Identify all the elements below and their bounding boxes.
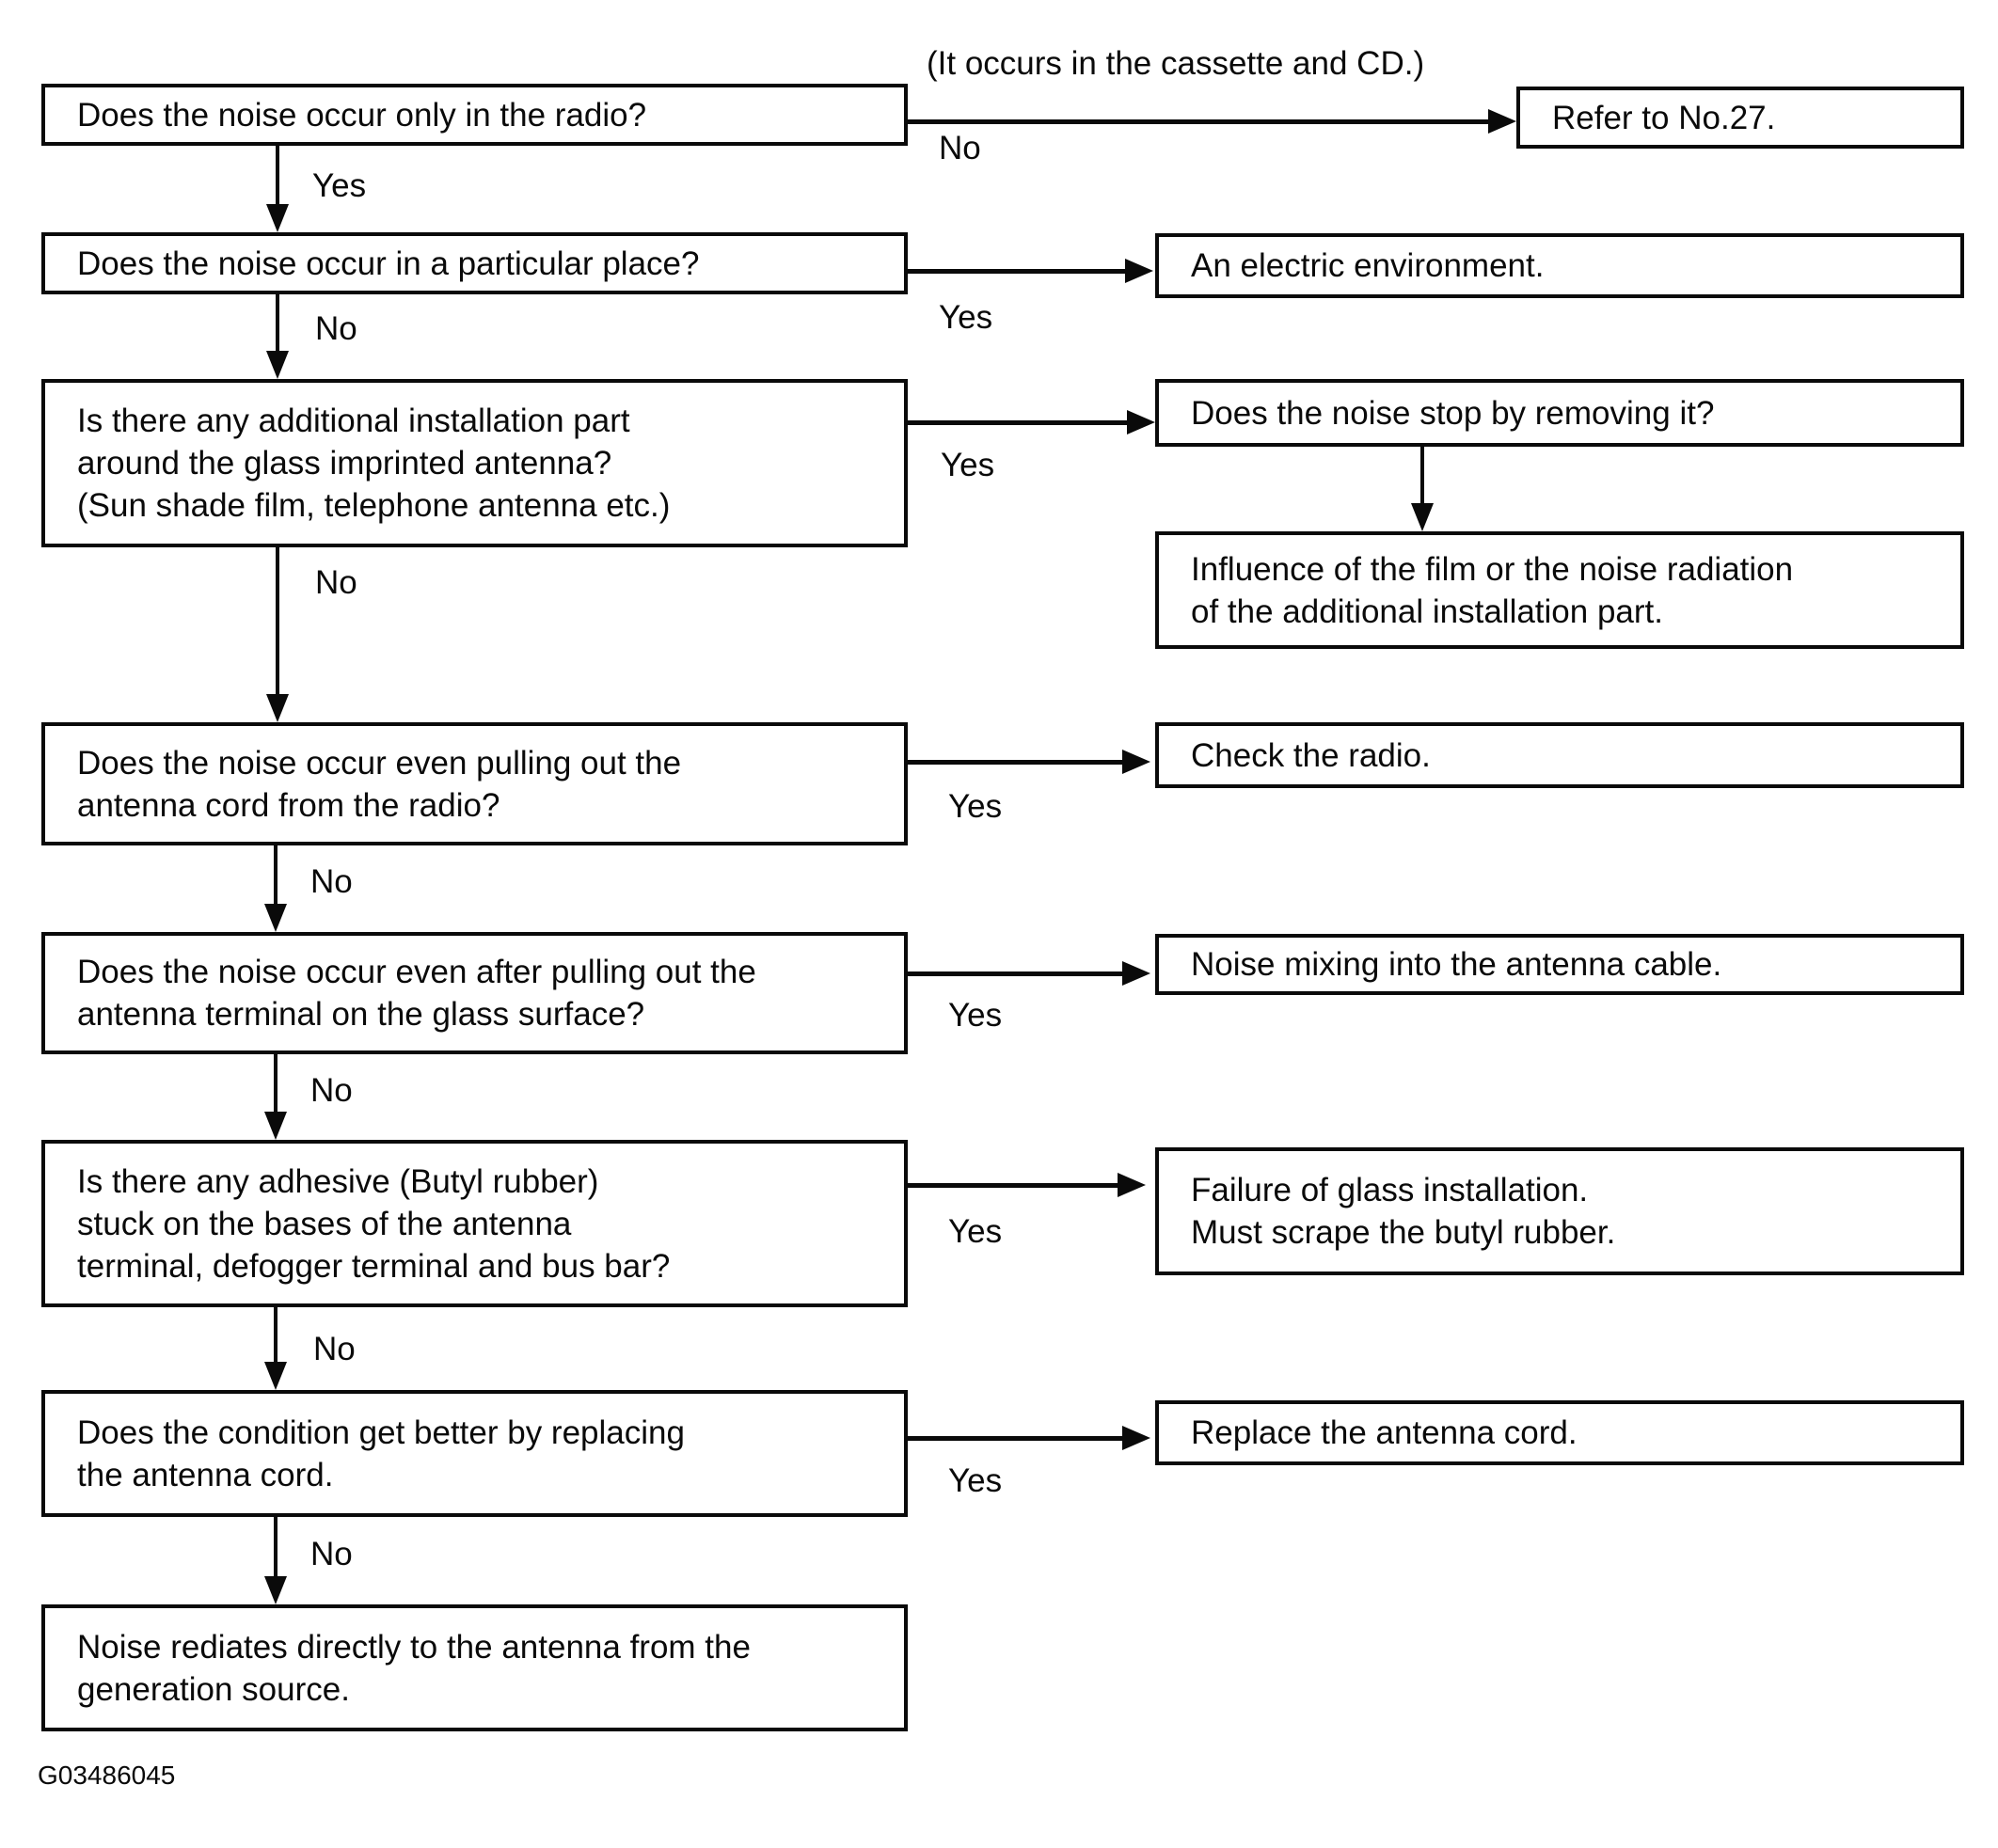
edge-label-yes: Yes	[941, 447, 995, 483]
edge-label-no: No	[313, 1331, 356, 1367]
edge-label-no: No	[939, 130, 981, 166]
question-box-1-text: Does the noise occur only in the radio?	[77, 96, 647, 134]
terminal-box-noise-radiates: Noise rediates directly to the antenna f…	[41, 1604, 908, 1731]
arrowhead-down-icon	[264, 1112, 287, 1140]
result-box-refer-no27: Refer to No.27.	[1516, 87, 1964, 149]
question-box-7-text: Does the condition get better by replaci…	[77, 1414, 685, 1493]
result-box-electric-environment: An electric environment.	[1155, 233, 1964, 298]
arrowhead-right-icon	[1122, 1426, 1150, 1450]
question-box-4-text: Does the noise occur even pulling out th…	[77, 744, 682, 824]
result-box-refer-no27-text: Refer to No.27.	[1552, 99, 1776, 136]
arrowhead-right-icon	[1122, 961, 1150, 986]
connector-noise-stop-line	[1420, 447, 1424, 503]
question-box-5: Does the noise occur even after pulling …	[41, 932, 908, 1054]
edge-label-no: No	[310, 1536, 353, 1572]
arrowhead-down-icon	[266, 204, 289, 232]
edge-label-yes: Yes	[948, 1462, 1003, 1499]
arrowhead-right-icon	[1488, 109, 1516, 134]
arrowhead-down-icon	[1411, 503, 1434, 531]
connector-q6-yes-line	[908, 1183, 1118, 1188]
result-box-influence-of-film-text: Influence of the film or the noise radia…	[1191, 550, 1794, 630]
result-box-electric-environment-text: An electric environment.	[1191, 247, 1545, 284]
edge-label-yes: Yes	[948, 788, 1003, 825]
arrowhead-right-icon	[1127, 410, 1155, 434]
connector-q3-yes-line	[908, 420, 1127, 425]
result-box-noise-mixing-cable: Noise mixing into the antenna cable.	[1155, 934, 1964, 995]
question-box-1: Does the noise occur only in the radio?	[41, 84, 908, 146]
connector-q4-yes-line	[908, 760, 1122, 765]
question-box-2: Does the noise occur in a particular pla…	[41, 232, 908, 294]
question-box-2-text: Does the noise occur in a particular pla…	[77, 245, 700, 282]
edge-label-yes: Yes	[939, 299, 993, 336]
arrowhead-right-icon	[1118, 1173, 1146, 1197]
result-box-replace-antenna-cord: Replace the antenna cord.	[1155, 1400, 1964, 1465]
connector-q7-no-line	[274, 1517, 278, 1576]
result-box-influence-of-film: Influence of the film or the noise radia…	[1155, 531, 1964, 649]
result-box-check-radio-text: Check the radio.	[1191, 736, 1431, 774]
connector-q2-yes-line	[908, 269, 1125, 274]
connector-q1-yes-line	[276, 146, 279, 204]
figure-code: G03486045	[38, 1761, 176, 1790]
connector-q3-no-line	[276, 547, 279, 694]
result-box-glass-installation-failure-text: Failure of glass installation. Must scra…	[1191, 1172, 1616, 1251]
edge-label-no: No	[315, 310, 357, 347]
arrowhead-down-icon	[266, 351, 289, 379]
connector-q2-no-line	[276, 294, 279, 351]
edge-label-yes: Yes	[948, 997, 1003, 1034]
edge-label-yes: Yes	[948, 1213, 1003, 1250]
connector-q1-no-line	[908, 119, 1488, 124]
question-box-6: Is there any adhesive (Butyl rubber) stu…	[41, 1140, 908, 1307]
arrowhead-down-icon	[264, 1576, 287, 1604]
edge-label-no: No	[310, 1072, 353, 1109]
arrowhead-right-icon	[1122, 750, 1150, 774]
question-box-7: Does the condition get better by replaci…	[41, 1390, 908, 1517]
question-box-4: Does the noise occur even pulling out th…	[41, 722, 908, 845]
question-box-3: Is there any additional installation par…	[41, 379, 908, 547]
edge-label-no: No	[315, 564, 357, 601]
arrowhead-down-icon	[264, 904, 287, 932]
result-box-glass-installation-failure: Failure of glass installation. Must scra…	[1155, 1147, 1964, 1275]
arrowhead-down-icon	[266, 694, 289, 722]
connector-q7-yes-line	[908, 1436, 1122, 1441]
terminal-box-text: Noise rediates directly to the antenna f…	[77, 1628, 751, 1708]
connector-q6-no-line	[274, 1307, 278, 1362]
question-box-3-text: Is there any additional installation par…	[77, 403, 671, 524]
edge-label-yes: Yes	[312, 167, 367, 204]
arrowhead-down-icon	[264, 1362, 287, 1390]
arrowhead-right-icon	[1125, 259, 1153, 283]
question-box-6-text: Is there any adhesive (Butyl rubber) stu…	[77, 1162, 671, 1285]
connector-q5-yes-line	[908, 971, 1122, 976]
edge-label-no: No	[310, 863, 353, 900]
question-box-noise-stop-removing-text: Does the noise stop by removing it?	[1191, 394, 1715, 432]
connector-q5-no-line	[274, 1054, 278, 1112]
question-box-noise-stop-removing: Does the noise stop by removing it?	[1155, 379, 1964, 447]
question-box-5-text: Does the noise occur even after pulling …	[77, 954, 756, 1033]
annotation-cassette-cd: (It occurs in the cassette and CD.)	[927, 45, 1425, 82]
result-box-replace-antenna-cord-text: Replace the antenna cord.	[1191, 1414, 1578, 1451]
result-box-check-radio: Check the radio.	[1155, 722, 1964, 788]
result-box-noise-mixing-cable-text: Noise mixing into the antenna cable.	[1191, 946, 1722, 983]
connector-q4-no-line	[274, 845, 278, 904]
